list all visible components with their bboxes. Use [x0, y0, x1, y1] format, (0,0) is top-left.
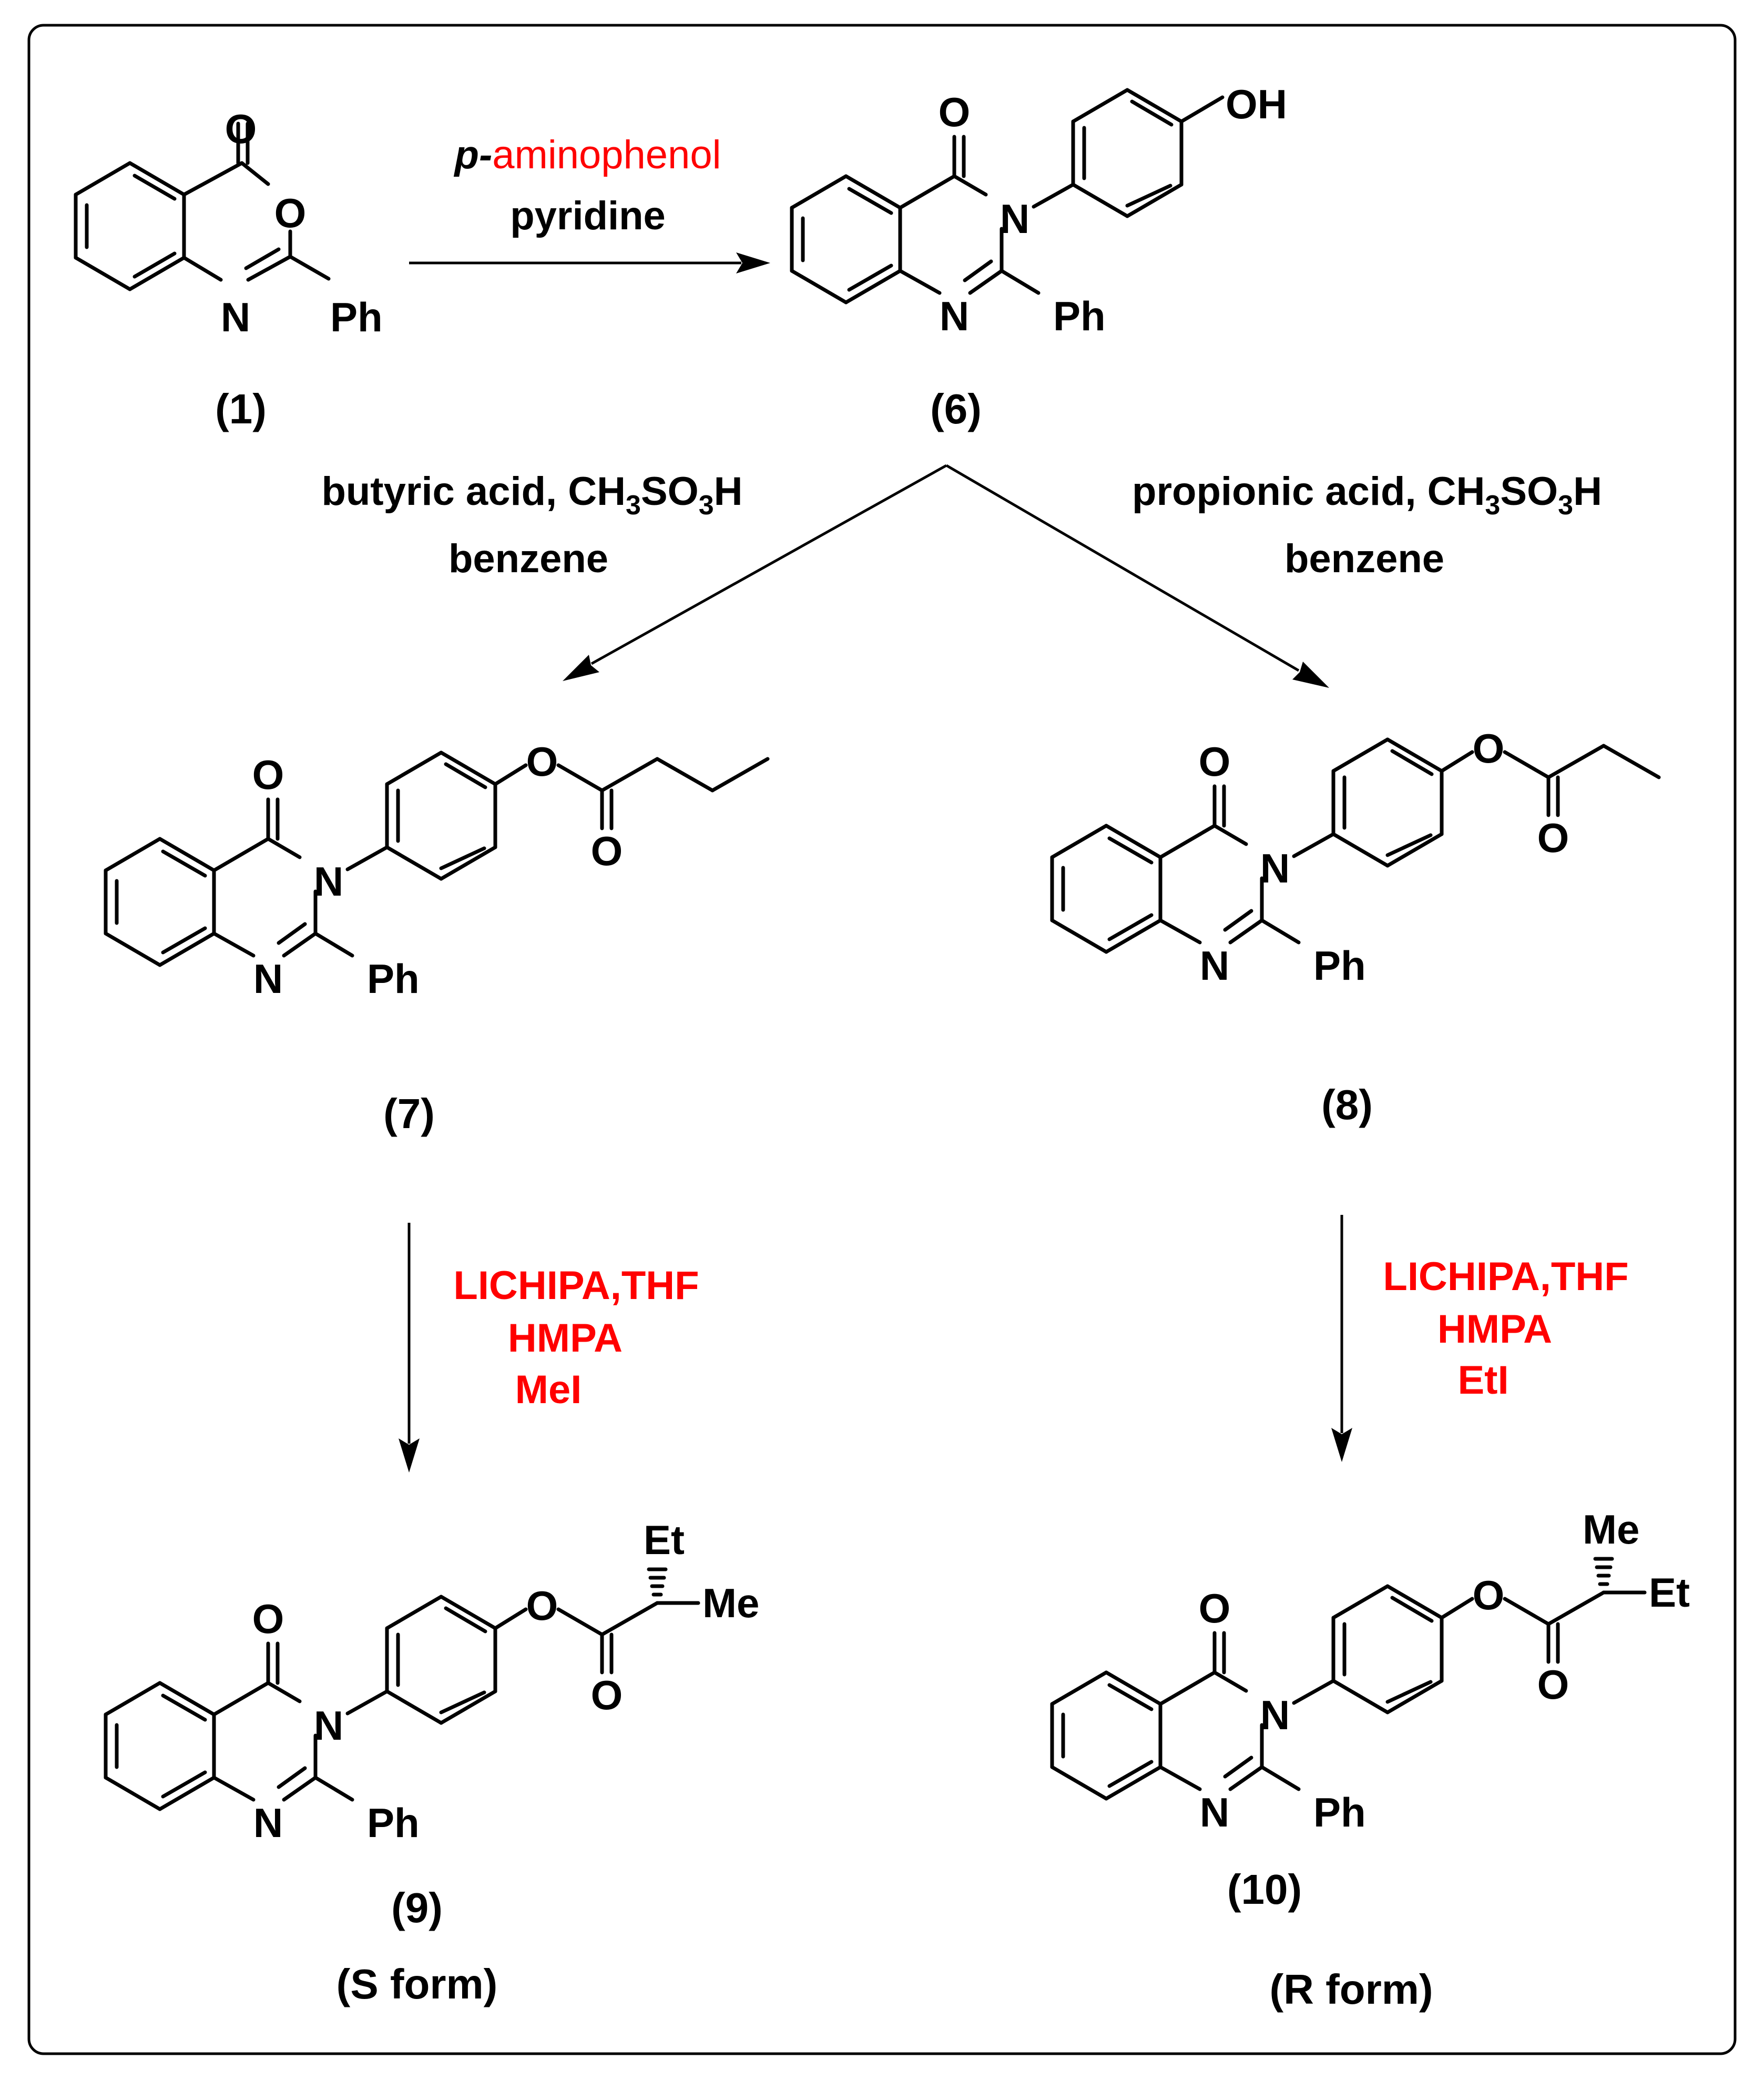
c6-phenyl: Ph [1053, 293, 1106, 339]
c8-ester-o: O [1473, 725, 1505, 772]
c8-carbonyl-o: O [1199, 738, 1231, 785]
step1-solvent: pyridine [510, 194, 666, 238]
compound-6-label: (6) [930, 385, 982, 432]
c6-hydroxyl: OH [1226, 81, 1287, 127]
left-alkylation-line3: MeI [515, 1367, 582, 1412]
c10-hashed-wedge [1593, 1557, 1614, 1586]
c9-methyl: Me [702, 1580, 759, 1626]
right-conditions-acid: propionic acid, CH3SO3H [1132, 469, 1602, 521]
right-alkylation-line2: HMPA [1437, 1307, 1552, 1352]
right-alkylation-line1: LICHIPA,THF [1383, 1254, 1628, 1299]
compound-9-form: (S form) [337, 1961, 498, 2007]
c6-n1: N [940, 293, 969, 339]
c9-n1: N [253, 1800, 283, 1846]
arrow-right-branch [945, 464, 1300, 672]
reagent-name: aminophenol [492, 133, 721, 177]
c10-n1: N [1200, 1789, 1229, 1835]
compound-8-structure: O N N Ph O O [1052, 725, 1661, 989]
c9-ester-o: O [526, 1582, 558, 1629]
c7-n3: N [314, 858, 343, 905]
right-conditions-solvent: benzene [1284, 536, 1444, 581]
arrow-left-branch [590, 464, 947, 665]
c7-ester-carbonyl-o: O [591, 828, 623, 874]
arrow-left-down-head [399, 1438, 420, 1473]
compound-10-structure: O N N Ph O O Me Et [1052, 1506, 1690, 1835]
compound-10-label: (10) [1227, 1866, 1302, 1913]
compound-1-structure: O O N Ph [74, 106, 383, 340]
compound-6-structure: O N N Ph OH [792, 81, 1287, 339]
arrow-right-down-head [1331, 1428, 1352, 1462]
c9-n3: N [314, 1702, 343, 1749]
arrow-left-head [563, 655, 599, 681]
c7-phenyl: Ph [367, 956, 420, 1002]
c9-ethyl: Et [644, 1517, 685, 1563]
left-conditions-acid: butyric acid, CH3SO3H [321, 469, 742, 521]
c9-hashed-wedge [647, 1567, 668, 1597]
compound-9-label: (9) [391, 1884, 443, 1931]
right-alkylation-line3: EtI [1457, 1358, 1508, 1403]
compound-7-structure: O N N Ph O O [106, 738, 770, 1002]
c6-carbonyl-o: O [939, 89, 971, 135]
c10-methyl: Me [1583, 1506, 1639, 1553]
compound-9-structure: O N N Ph O O Et Me [106, 1517, 759, 1846]
c7-carbonyl-o: O [252, 752, 284, 798]
phenyl-label: Ph [330, 294, 383, 340]
left-alkylation-line1: LICHIPA,THF [453, 1263, 699, 1308]
c10-n3: N [1260, 1692, 1290, 1738]
ring-o: O [274, 190, 307, 236]
c9-carbonyl-o: O [252, 1596, 284, 1642]
c9-ester-carbonyl-o: O [591, 1672, 623, 1718]
c10-ester-carbonyl-o: O [1537, 1661, 1569, 1708]
c8-ester-carbonyl-o: O [1537, 815, 1569, 861]
c10-carbonyl-o: O [1199, 1585, 1231, 1631]
ring-n: N [221, 294, 250, 340]
c10-ester-o: O [1473, 1572, 1505, 1618]
carbonyl-o: O [225, 106, 257, 152]
scheme-frame [27, 24, 1737, 2055]
arrow-right-head [1292, 662, 1329, 688]
c10-ethyl: Et [1649, 1569, 1690, 1616]
c6-n3: N [1000, 196, 1029, 242]
c9-phenyl: Ph [367, 1800, 420, 1846]
c8-n3: N [1260, 845, 1290, 891]
compound-10-form: (R form) [1269, 1966, 1433, 2013]
compound-1-label: (1) [215, 385, 267, 432]
arrow-step1-head [736, 252, 770, 273]
c7-ester-o: O [526, 738, 558, 785]
left-conditions-solvent: benzene [448, 536, 608, 581]
left-alkylation-line2: HMPA [508, 1316, 623, 1361]
compound-7-label: (7) [383, 1090, 435, 1137]
c8-n1: N [1200, 942, 1229, 989]
step1-reagent: p-aminophenol [454, 133, 721, 177]
c7-n1: N [253, 956, 283, 1002]
compound-8-label: (8) [1321, 1081, 1373, 1128]
c10-phenyl: Ph [1313, 1789, 1366, 1835]
c8-phenyl: Ph [1313, 942, 1366, 989]
reagent-prefix: p- [454, 133, 493, 177]
